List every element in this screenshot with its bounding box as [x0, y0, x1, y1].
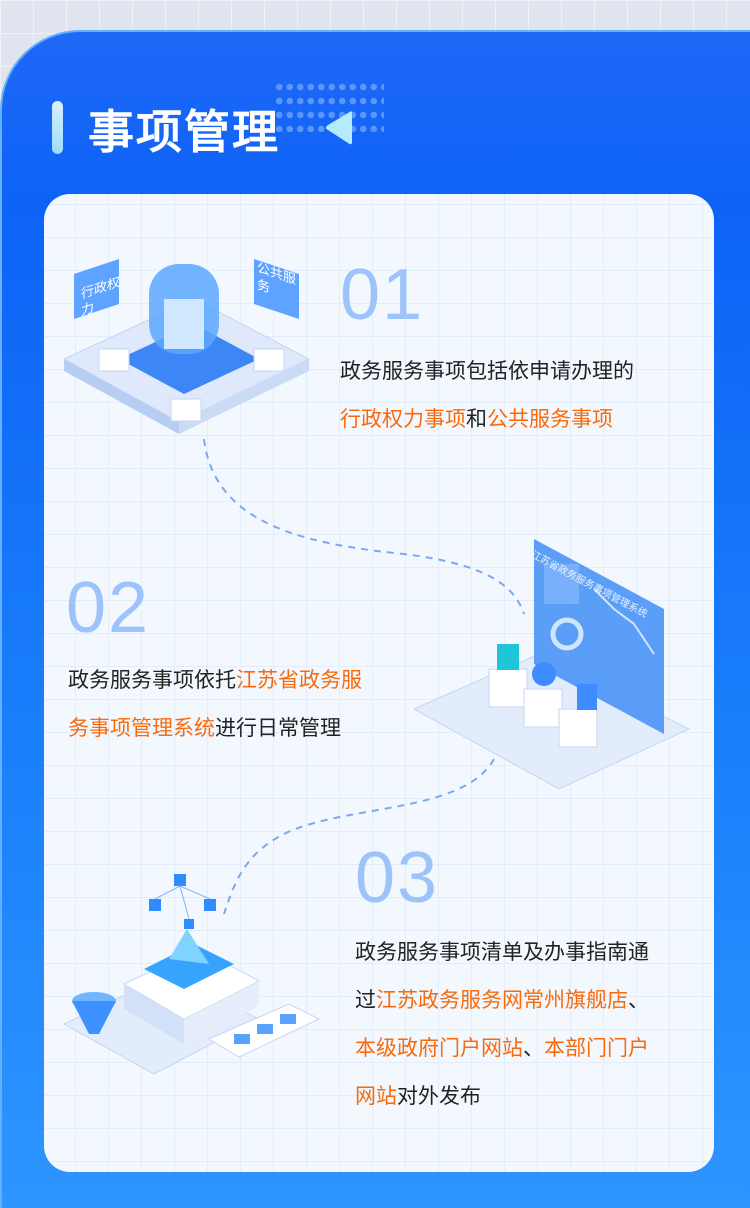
step-02-text: 政务服务事项依托江苏省政务服 务事项管理系统进行日常管理 — [68, 668, 362, 740]
triangle-icon — [326, 111, 352, 145]
page-title: 事项管理 — [88, 105, 280, 159]
step-03-text: 政务服务事项清单及办事指南通 过江苏政务服务网常州旗舰店、 本级政府门户网站、本… — [355, 940, 649, 1108]
dashed-connector — [203, 438, 525, 915]
step-number-02: 02 — [66, 568, 151, 648]
publishing-illustration — [62, 874, 321, 1075]
step-number-03: 03 — [355, 838, 440, 918]
step-01-text: 政务服务事项包括依申请办理的 行政权力事项和公共服务事项 — [340, 359, 634, 431]
content-card: 行政权力 公共服务 01 政务服务事项包括依申请办理的 行政权力事项和公共服务事… — [44, 194, 714, 1172]
management-system-illustration — [412, 539, 691, 790]
dot-pattern — [274, 80, 384, 132]
power-service-illustration — [62, 259, 311, 434]
title-accent-bar — [52, 101, 63, 154]
step-number-01: 01 — [340, 255, 425, 335]
badge-power — [74, 259, 119, 319]
badge-service — [254, 259, 299, 319]
